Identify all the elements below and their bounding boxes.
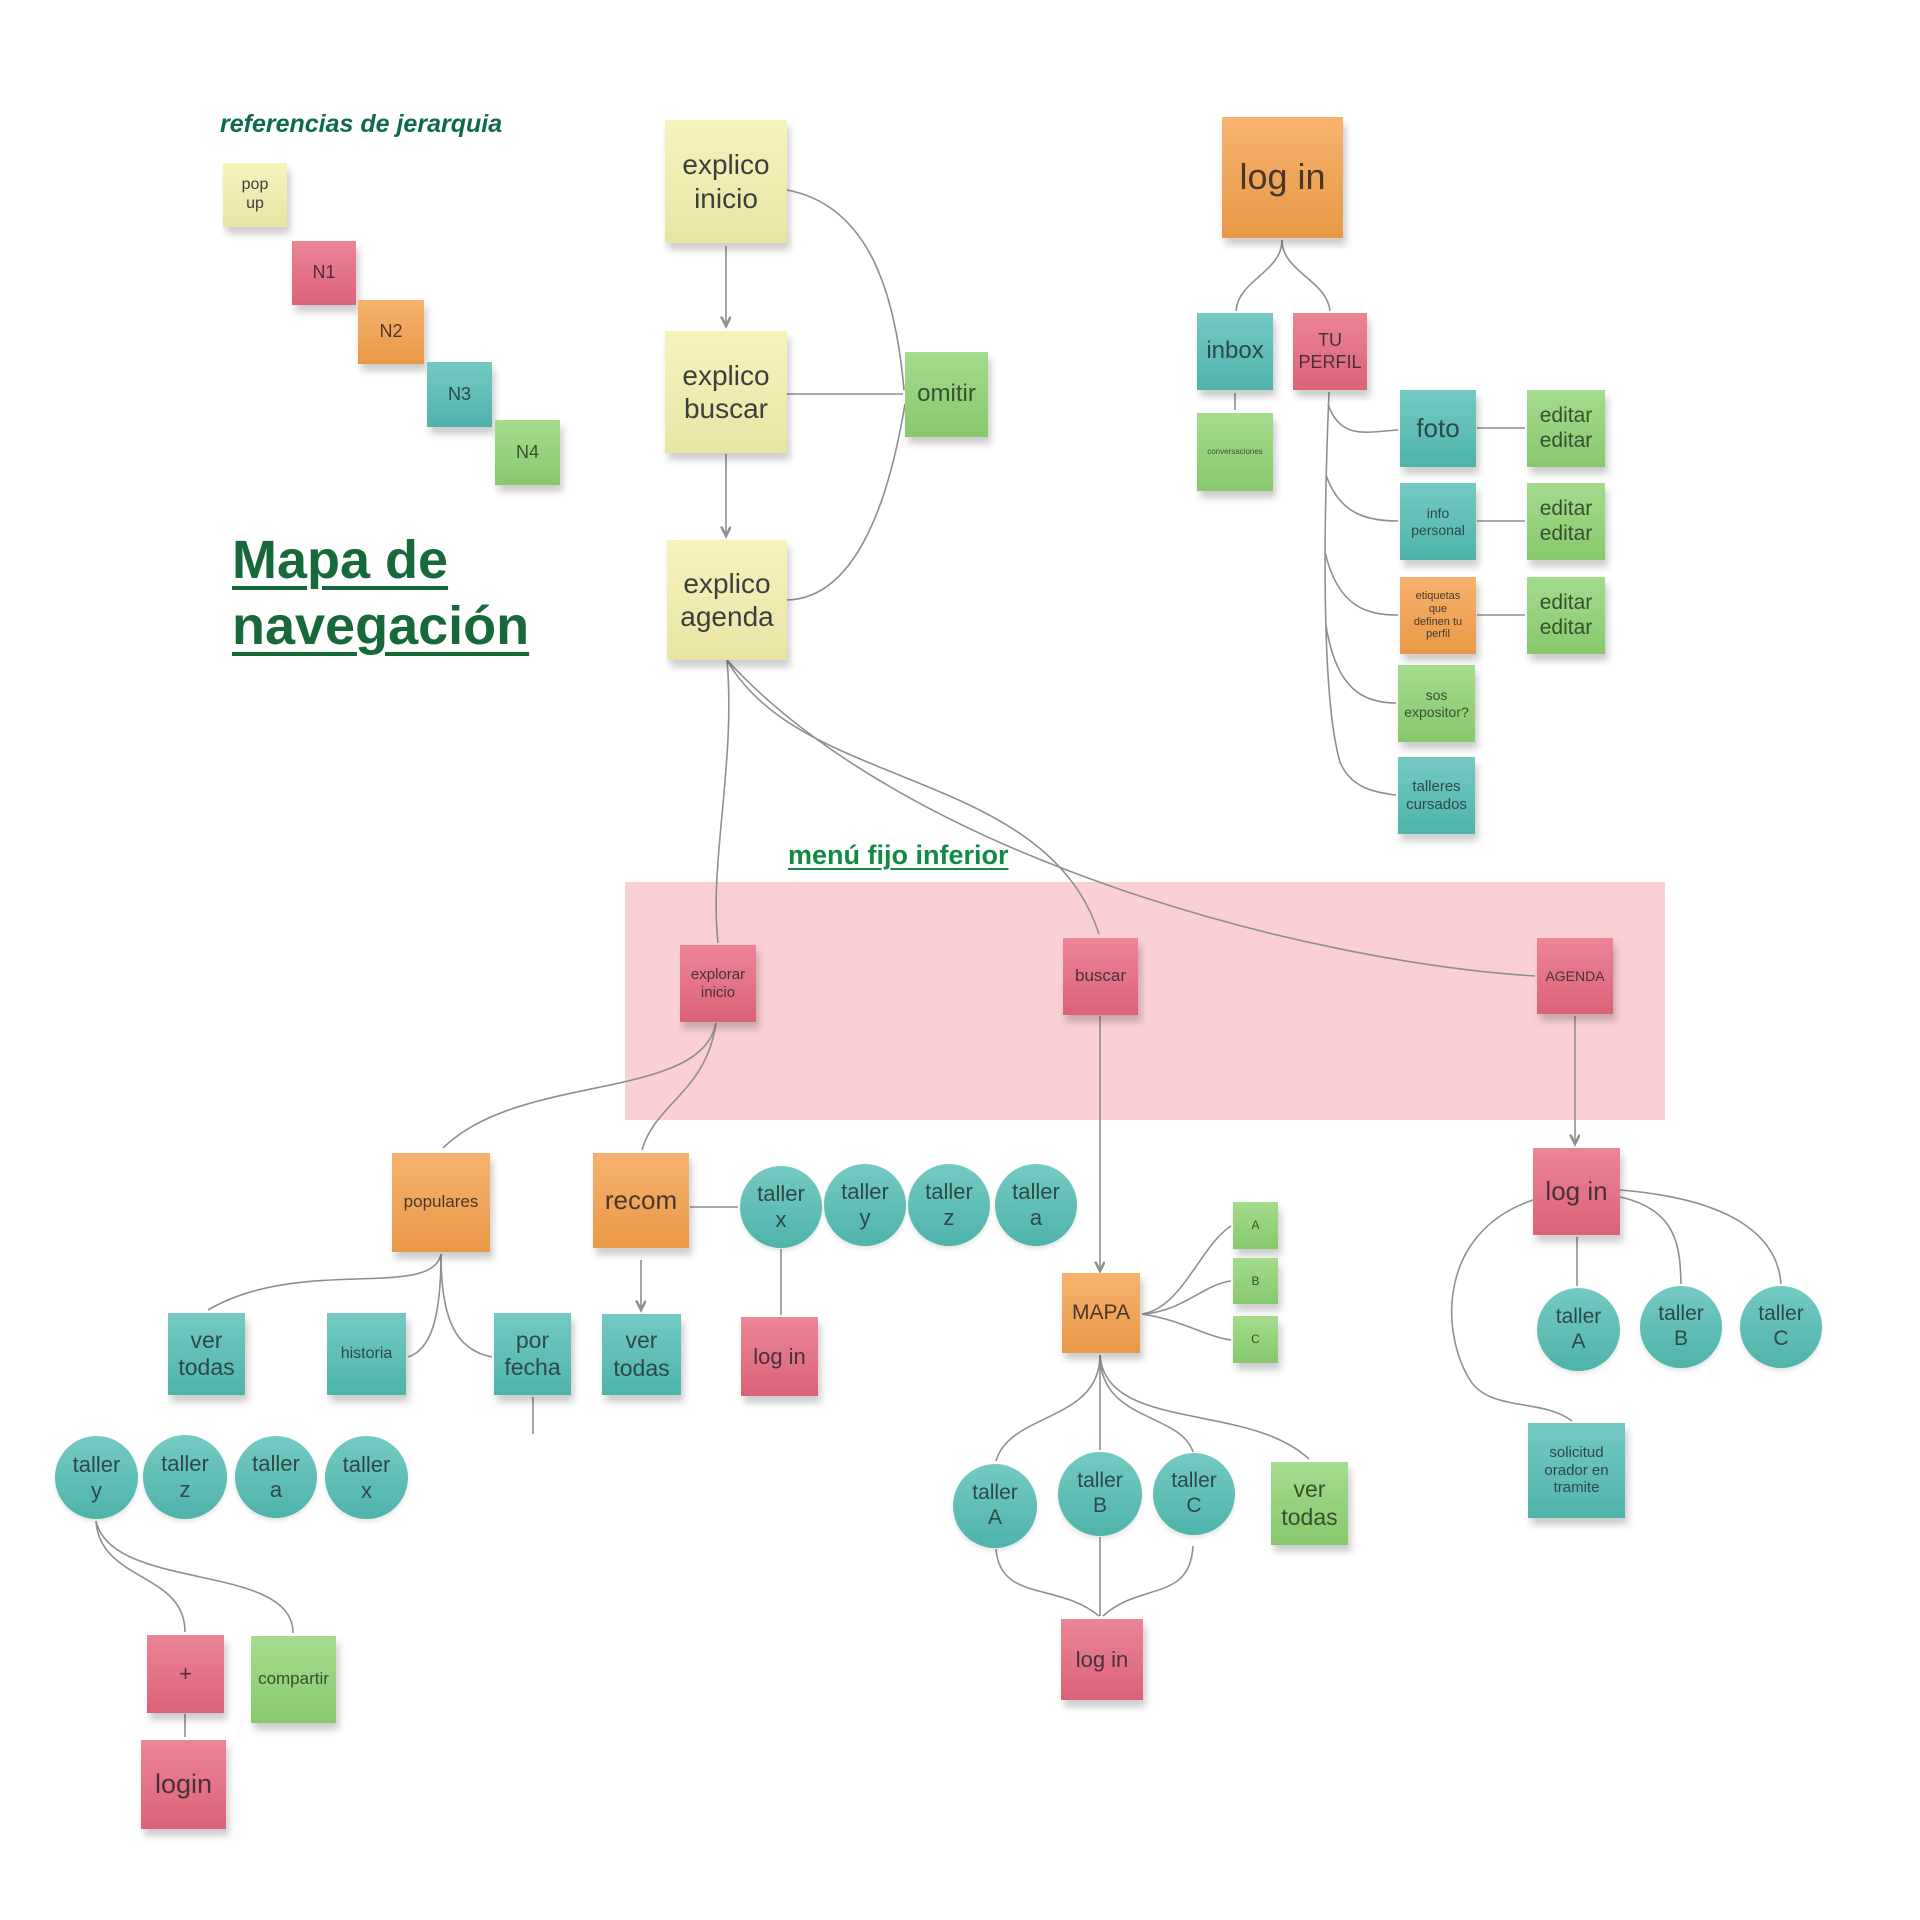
note-ver-todas-3[interactable]: ver todas bbox=[1271, 1462, 1348, 1545]
note-n2[interactable]: N2 bbox=[358, 300, 424, 364]
note-foto[interactable]: foto bbox=[1400, 390, 1476, 467]
note-taller-C-agenda[interactable]: taller C bbox=[1740, 1286, 1822, 1368]
note-ver-todas-1[interactable]: ver todas bbox=[168, 1313, 245, 1395]
note-n1[interactable]: N1 bbox=[292, 241, 356, 305]
note-taller-a-1[interactable]: taller a bbox=[235, 1436, 317, 1518]
note-taller-z-2[interactable]: taller z bbox=[908, 1164, 990, 1246]
note-editar-1[interactable]: editar editar bbox=[1527, 390, 1605, 467]
note-talleres-cursados[interactable]: talleres cursados bbox=[1398, 757, 1475, 834]
note-plus[interactable]: + bbox=[147, 1635, 224, 1713]
note-agenda[interactable]: AGENDA bbox=[1537, 938, 1613, 1014]
note-buscar[interactable]: buscar bbox=[1063, 938, 1138, 1015]
note-taller-y-2[interactable]: taller y bbox=[824, 1164, 906, 1246]
note-popup[interactable]: pop up bbox=[223, 163, 287, 227]
note-taller-a-2[interactable]: taller a bbox=[995, 1164, 1077, 1246]
note-sos-expositor[interactable]: sos expositor? bbox=[1398, 665, 1475, 742]
note-n3[interactable]: N3 bbox=[427, 362, 492, 427]
note-conversaciones[interactable]: conversaciones bbox=[1197, 413, 1273, 491]
note-tu-perfil[interactable]: TU PERFIL bbox=[1293, 313, 1367, 390]
note-ver-todas-2[interactable]: ver todas bbox=[602, 1314, 681, 1395]
note-explico-buscar[interactable]: explico buscar bbox=[665, 331, 787, 453]
note-taller-B-agenda[interactable]: taller B bbox=[1640, 1286, 1722, 1368]
note-small-c[interactable]: C bbox=[1233, 1316, 1278, 1363]
bottom-menu-band bbox=[625, 882, 1665, 1120]
note-taller-C-mapa[interactable]: taller C bbox=[1153, 1453, 1235, 1535]
note-etiquetas[interactable]: etiquetas que definen tu perfil bbox=[1400, 577, 1476, 654]
note-small-a[interactable]: A bbox=[1233, 1202, 1278, 1249]
note-login-bottom[interactable]: login bbox=[141, 1740, 226, 1829]
note-recom[interactable]: recom bbox=[593, 1153, 689, 1248]
note-taller-x-1[interactable]: taller x bbox=[325, 1436, 408, 1519]
note-historia[interactable]: historia bbox=[327, 1313, 406, 1395]
note-explico-inicio[interactable]: explico inicio bbox=[665, 120, 787, 243]
legend-title: referencias de jerarquia bbox=[220, 110, 503, 138]
note-login-top[interactable]: log in bbox=[1222, 117, 1343, 238]
note-populares[interactable]: populares bbox=[392, 1153, 490, 1252]
note-login-mapa[interactable]: log in bbox=[1061, 1619, 1143, 1700]
note-taller-B-mapa[interactable]: taller B bbox=[1058, 1452, 1142, 1536]
note-small-b[interactable]: B bbox=[1233, 1258, 1278, 1304]
note-por-fecha[interactable]: por fecha bbox=[494, 1313, 571, 1395]
note-solicitud-orador[interactable]: solicitud orador en tramite bbox=[1528, 1423, 1625, 1518]
bottom-menu-label: menú fijo inferior bbox=[788, 840, 1009, 870]
note-explorar-inicio[interactable]: explorar inicio bbox=[680, 945, 756, 1022]
note-explico-agenda[interactable]: explico agenda bbox=[667, 540, 787, 660]
note-inbox[interactable]: inbox bbox=[1197, 313, 1273, 390]
note-taller-A-mapa[interactable]: taller A bbox=[953, 1464, 1037, 1548]
note-omitir[interactable]: omitir bbox=[905, 352, 988, 437]
note-mapa[interactable]: MAPA bbox=[1062, 1273, 1140, 1353]
note-n4[interactable]: N4 bbox=[495, 420, 560, 485]
note-info-personal[interactable]: info personal bbox=[1400, 483, 1476, 560]
note-editar-3[interactable]: editar editar bbox=[1527, 577, 1605, 654]
note-editar-2[interactable]: editar editar bbox=[1527, 483, 1605, 560]
note-taller-x-2[interactable]: taller x bbox=[740, 1166, 822, 1248]
note-taller-z-1[interactable]: taller z bbox=[143, 1435, 227, 1519]
page-title: Mapa de navegación bbox=[232, 530, 530, 656]
note-login-agenda[interactable]: log in bbox=[1533, 1148, 1620, 1235]
note-taller-A-agenda[interactable]: taller A bbox=[1537, 1288, 1620, 1371]
note-taller-y-1[interactable]: taller y bbox=[55, 1436, 138, 1519]
note-compartir[interactable]: compartir bbox=[251, 1636, 336, 1723]
note-login-recom[interactable]: log in bbox=[741, 1317, 818, 1396]
